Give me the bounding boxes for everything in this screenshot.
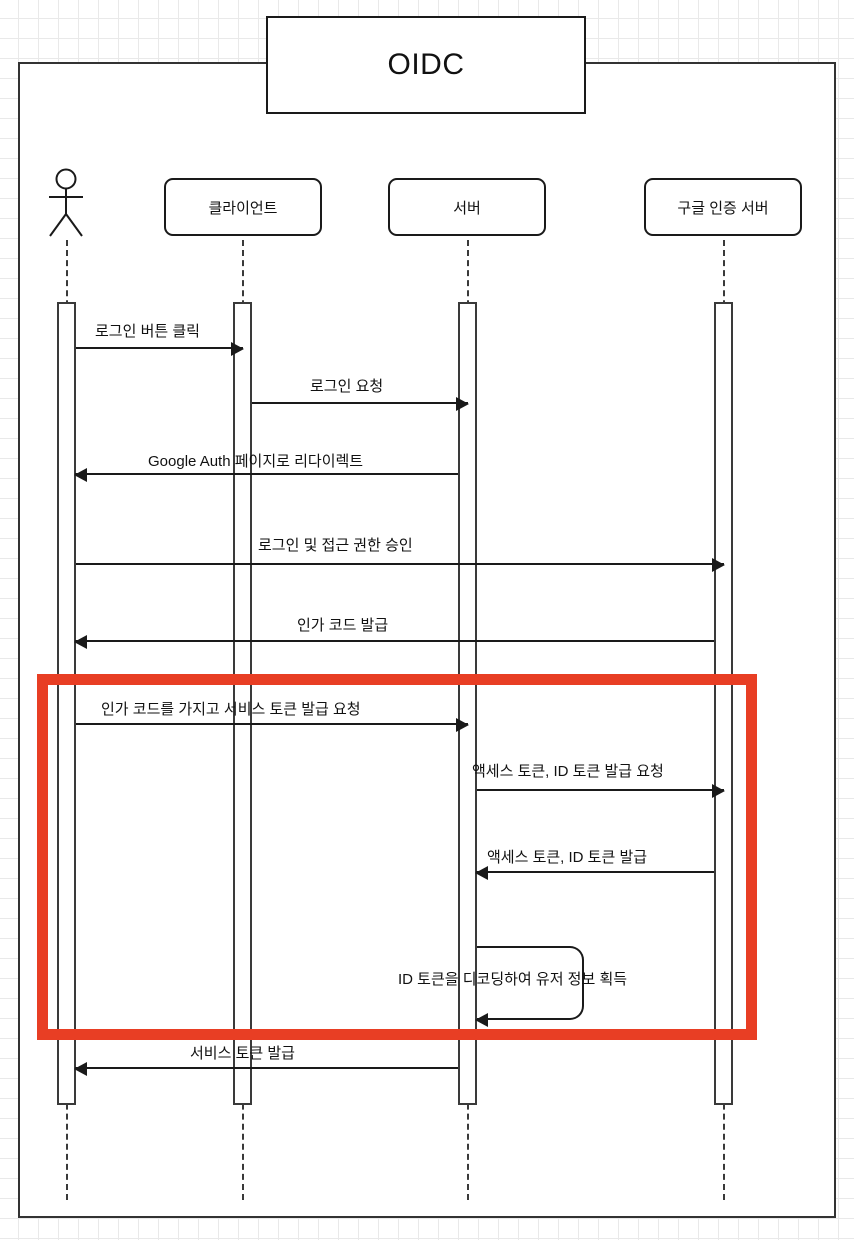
message-label-9: ID 토큰을 디코딩하여 유저 정보 획득 [398, 971, 628, 988]
message-label-1: 로그인 버튼 클릭 [95, 323, 200, 340]
message-label-3: Google Auth 페이지로 리다이렉트 [148, 453, 364, 470]
message-arrow-1 [76, 342, 244, 356]
page-title: OIDC [387, 48, 465, 81]
participant-client-label: 클라이언트 [208, 199, 278, 217]
activation-server [458, 302, 477, 1105]
message-arrow-5 [74, 635, 714, 649]
activation-client [233, 302, 252, 1105]
message-label-10: 서비스 토큰 발급 [190, 1045, 295, 1062]
participant-actor [42, 168, 90, 243]
message-label-5: 인가 코드 발급 [297, 617, 389, 634]
diagram-title-box: OIDC [266, 16, 586, 114]
message-arrow-4 [76, 558, 725, 572]
message-label-7: 액세스 토큰, ID 토큰 발급 요청 [472, 763, 664, 780]
arrow-head-icon [74, 468, 87, 482]
message-arrow-10 [74, 1062, 458, 1076]
message-arrow-3 [74, 468, 458, 482]
arrow-head-icon [231, 342, 244, 356]
participant-server-label: 서버 [453, 199, 481, 217]
message-label-4: 로그인 및 접근 권한 승인 [258, 537, 413, 554]
arrow-head-icon [475, 1013, 488, 1027]
participant-client: 클라이언트 [164, 178, 322, 236]
participant-google-auth-server: 구글 인증 서버 [644, 178, 802, 236]
arrow-head-icon [74, 1062, 87, 1076]
activation-google [714, 302, 733, 1105]
participant-server: 서버 [388, 178, 546, 236]
message-label-6: 인가 코드를 가지고 서비스 토큰 발급 요청 [101, 701, 361, 718]
message-arrow-7 [477, 784, 725, 798]
arrow-head-icon [456, 397, 469, 411]
message-arrow-6 [76, 718, 469, 732]
message-label-8: 액세스 토큰, ID 토큰 발급 [487, 849, 648, 866]
message-arrow-2 [252, 397, 469, 411]
message-arrow-8 [475, 866, 714, 880]
participant-google-label: 구글 인증 서버 [677, 199, 769, 217]
arrow-head-icon [456, 718, 469, 732]
message-arrow-9-self [475, 946, 584, 1027]
arrow-head-icon [712, 558, 725, 572]
arrow-head-icon [475, 866, 488, 880]
arrow-head-icon [712, 784, 725, 798]
arrow-head-icon [74, 635, 87, 649]
activation-actor [57, 302, 76, 1105]
message-label-2: 로그인 요청 [310, 378, 384, 395]
actor-icon [49, 168, 83, 237]
